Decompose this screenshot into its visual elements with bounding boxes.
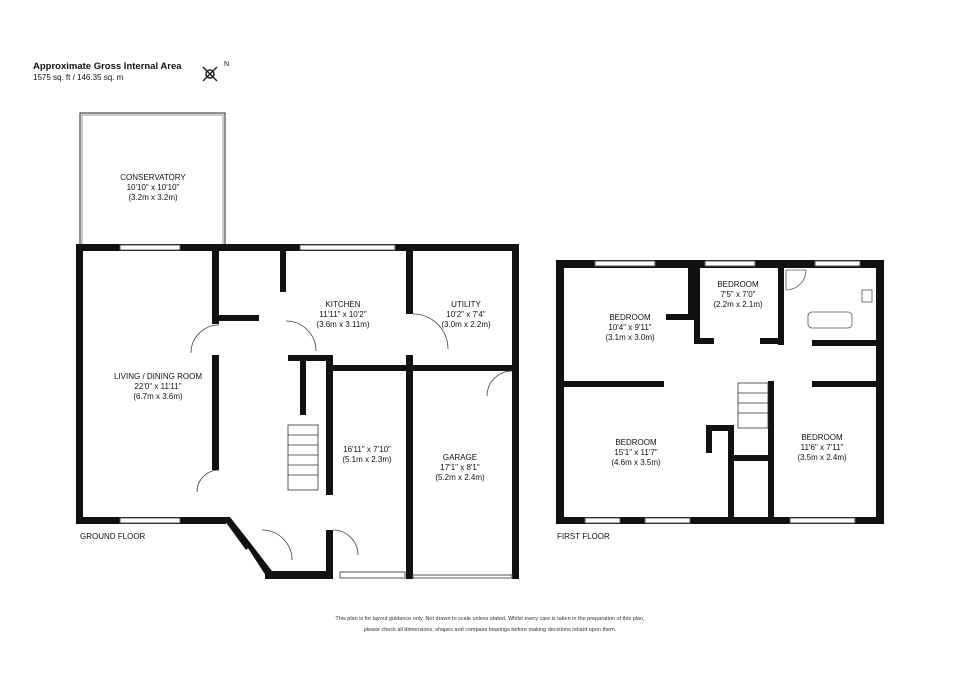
- ground-floor-label: GROUND FLOOR: [80, 532, 146, 541]
- room-garage: GARAGE 17'1" x 8'1" (5.2m x 2.4m): [435, 453, 484, 483]
- bathroom-fixtures: [785, 269, 873, 329]
- room-name: BEDROOM: [609, 313, 651, 322]
- disclaimer-line-2: please check all dimensions, shapes and …: [363, 627, 617, 633]
- room-imperial: 17'1" x 8'1": [440, 463, 480, 472]
- room-imperial: 11'11" x 10'2": [319, 310, 367, 319]
- room-bedroom-3: BEDROOM 15'1" x 11'7" (4.6m x 3.5m): [611, 438, 660, 468]
- room-imperial: 10'10" x 10'10": [126, 183, 180, 192]
- compass-label: N: [224, 61, 230, 68]
- first-floor-label: FIRST FLOOR: [557, 532, 610, 541]
- room-hall: 16'11" x 7'10" (5.1m x 2.3m): [342, 445, 391, 465]
- room-name: BEDROOM: [615, 438, 657, 447]
- stairs: [287, 424, 319, 491]
- room-imperial: 7'5" x 7'0": [720, 290, 756, 299]
- room-imperial: 15'1" x 11'7": [614, 448, 658, 457]
- room-living: LIVING / DINING ROOM 22'0" x 11'11" (6.7…: [114, 372, 202, 402]
- room-metric: (6.7m x 3.6m): [133, 392, 183, 401]
- room-imperial: 16'11" x 7'10": [343, 445, 391, 454]
- room-metric: (3.1m x 3.0m): [605, 333, 655, 342]
- ground-floor-walls: [76, 244, 519, 579]
- room-metric: (5.1m x 2.3m): [342, 455, 392, 464]
- area-value: 1575 sq. ft / 146.35 sq. m: [33, 73, 124, 82]
- first-floor-stairs: [737, 382, 769, 429]
- room-name: BEDROOM: [717, 280, 759, 289]
- room-metric: (3.2m x 3.2m): [128, 193, 178, 202]
- room-name: UTILITY: [451, 300, 481, 309]
- disclaimer-line-1: This plan is for layout guidance only. N…: [335, 616, 645, 622]
- area-title: Approximate Gross Internal Area: [33, 61, 182, 72]
- room-name: KITCHEN: [325, 300, 361, 309]
- room-imperial: 10'2" x 7'4": [446, 310, 486, 319]
- room-kitchen: KITCHEN 11'11" x 10'2" (3.6m x 3.11m): [316, 300, 369, 330]
- first-floor-windows: [584, 260, 861, 524]
- compass-icon: [202, 66, 218, 82]
- ground-floor-windows: [119, 244, 513, 579]
- room-metric: (4.6m x 3.5m): [611, 458, 661, 467]
- room-metric: (3.5m x 2.4m): [797, 453, 847, 462]
- room-name: GARAGE: [442, 453, 478, 462]
- room-bedroom-4: BEDROOM 11'6" x 7'11" (3.5m x 2.4m): [797, 433, 846, 463]
- room-name: BEDROOM: [801, 433, 843, 442]
- room-name: CONSERVATORY: [120, 173, 186, 182]
- room-bedroom-2: BEDROOM 7'5" x 7'0" (2.2m x 2.1m): [713, 280, 762, 310]
- room-metric: (5.2m x 2.4m): [435, 473, 485, 482]
- room-imperial: 10'4" x 9'11": [608, 323, 652, 332]
- room-imperial: 11'6" x 7'11": [800, 443, 844, 452]
- room-name: LIVING / DINING ROOM: [113, 372, 203, 381]
- room-metric: (3.6m x 3.11m): [316, 320, 370, 329]
- room-imperial: 22'0" x 11'11": [134, 382, 182, 391]
- doors: [190, 313, 513, 561]
- room-bedroom-1: BEDROOM 10'4" x 9'11" (3.1m x 3.0m): [605, 313, 654, 343]
- room-metric: (3.0m x 2.2m): [441, 320, 491, 329]
- room-conservatory: CONSERVATORY 10'10" x 10'10" (3.2m x 3.2…: [120, 173, 186, 203]
- room-metric: (2.2m x 2.1m): [713, 300, 763, 309]
- room-utility: UTILITY 10'2" x 7'4" (3.0m x 2.2m): [441, 300, 490, 330]
